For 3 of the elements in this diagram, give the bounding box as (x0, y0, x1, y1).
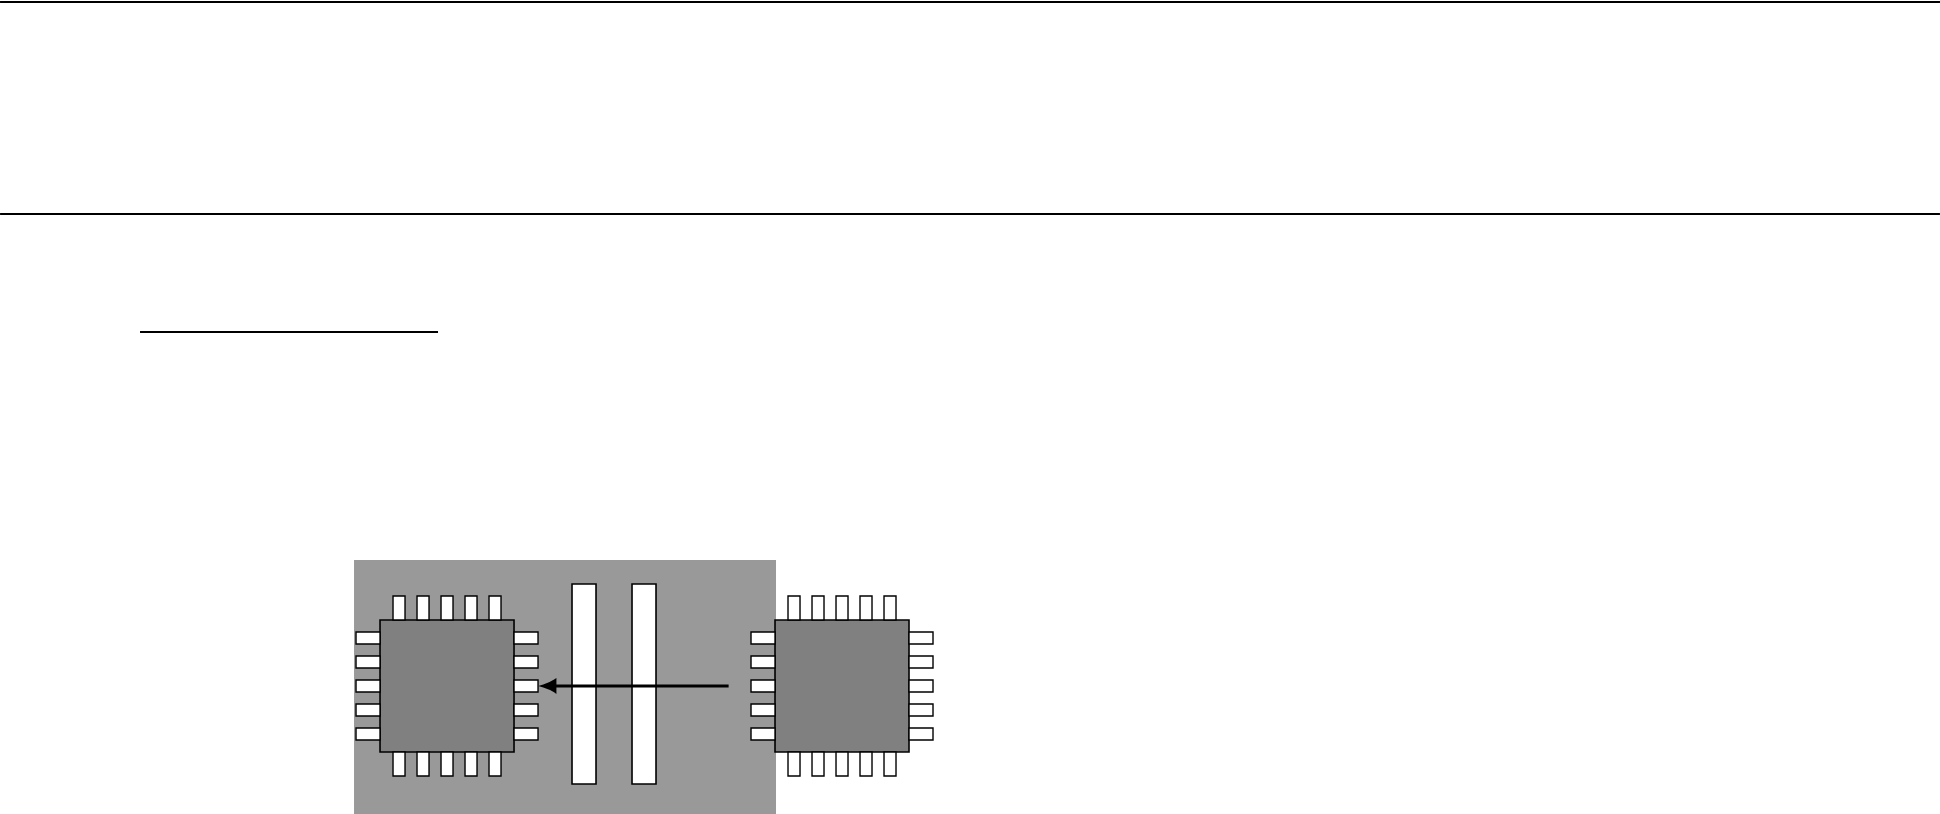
chip (750, 595, 934, 777)
arrow (542, 679, 729, 693)
chip (355, 595, 539, 777)
